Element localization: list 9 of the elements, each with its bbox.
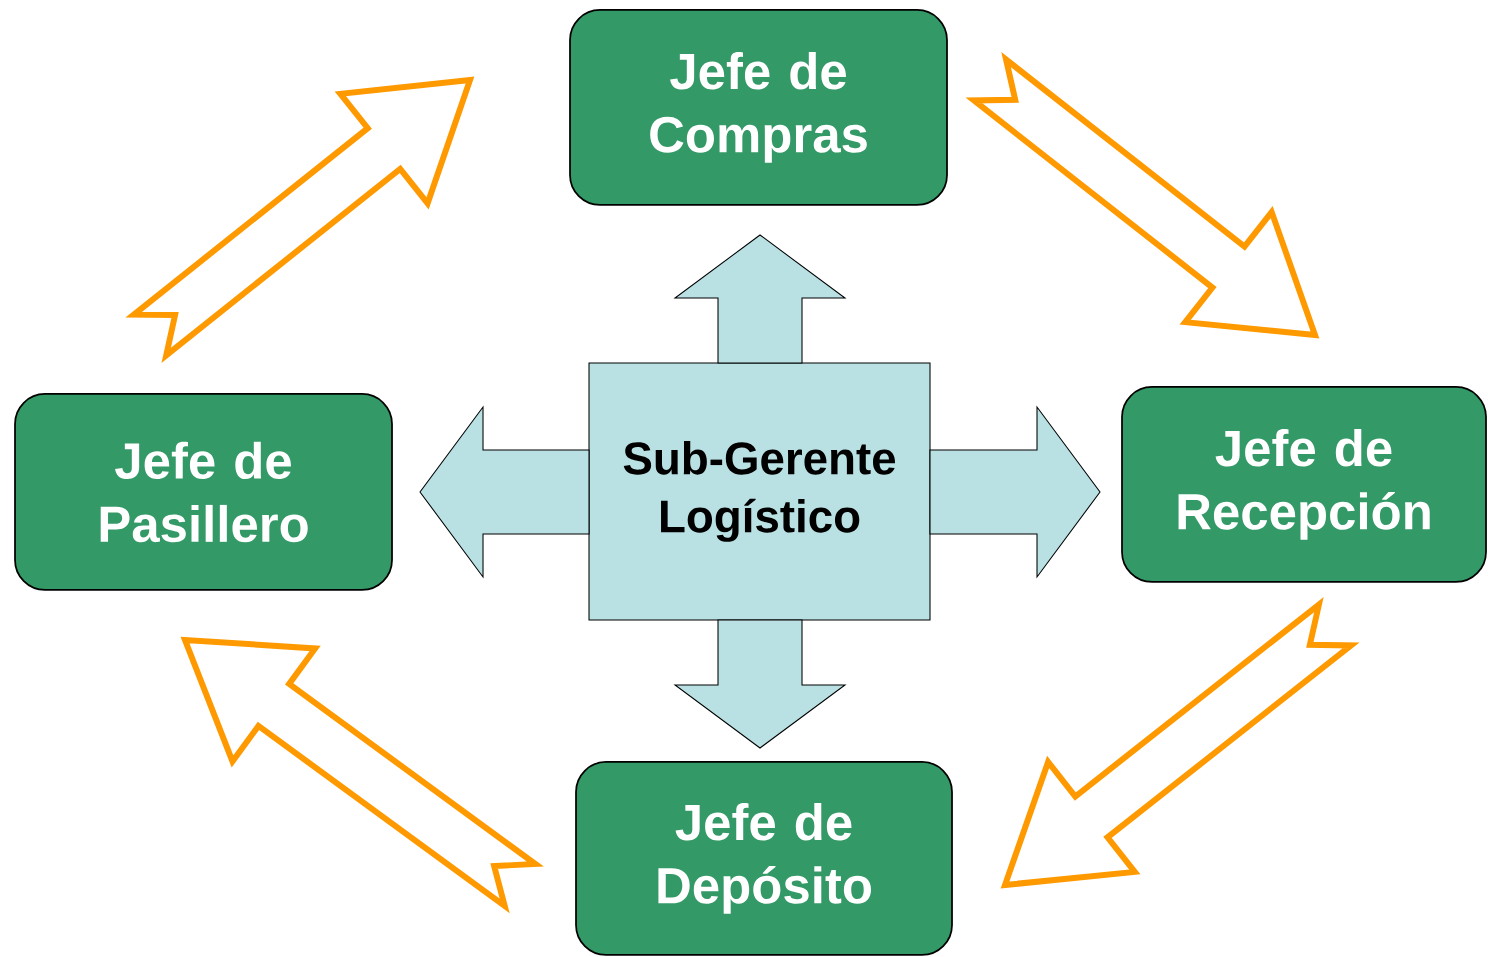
process-box: Jefe de Compras	[569, 9, 948, 206]
block-arrow	[419, 405, 590, 579]
block-arrow	[673, 619, 847, 749]
block-arrow	[673, 234, 847, 364]
process-box: Jefe de Recepción	[1121, 386, 1487, 583]
process-box: Jefe de Pasillero	[14, 393, 393, 591]
center-box: Sub-Gerente Logístico	[588, 362, 931, 621]
block-arrow	[929, 405, 1101, 579]
process-box: Jefe de Depósito	[575, 761, 953, 956]
